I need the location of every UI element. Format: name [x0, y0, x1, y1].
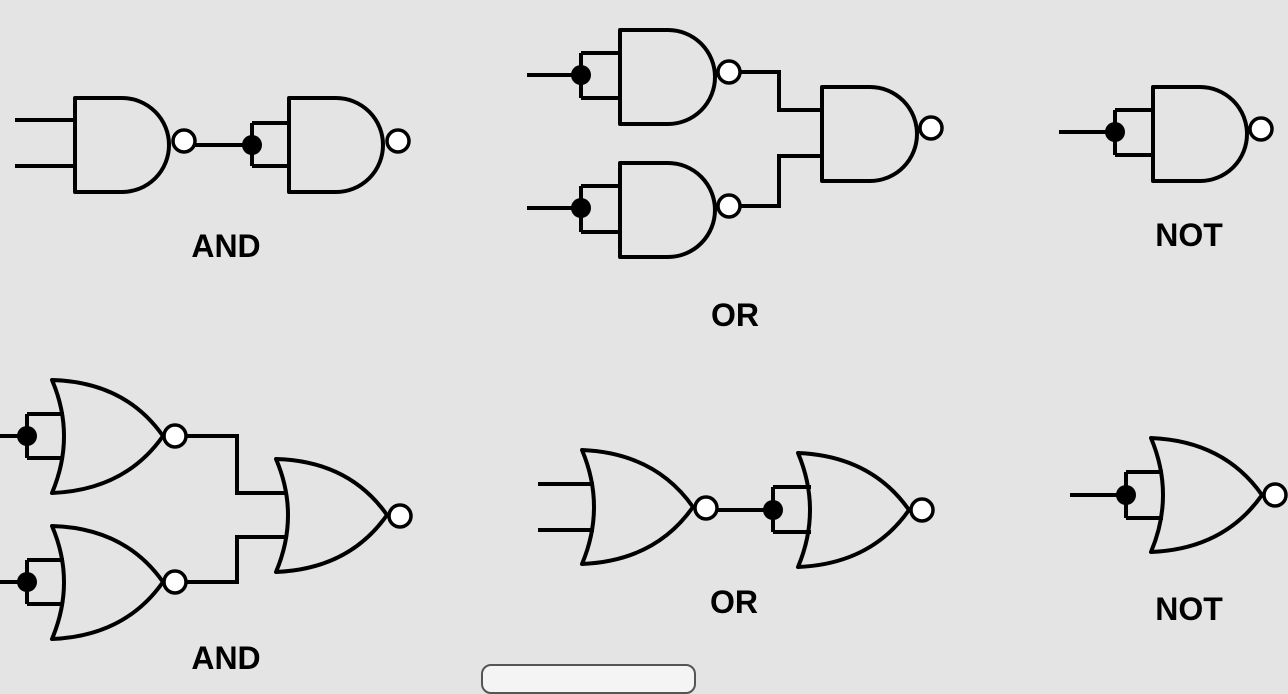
- nand-gate-icon: [820, 85, 919, 183]
- nand-gate-icon: [73, 96, 171, 194]
- nor-gate-icon: [580, 448, 695, 566]
- inversion-bubble-icon: [171, 128, 197, 154]
- inversion-bubble-icon: [909, 497, 935, 523]
- nor-gate-icon: [274, 457, 389, 574]
- inversion-bubble-icon: [918, 115, 944, 141]
- nand-gate-icon: [618, 28, 717, 126]
- bottom-tab[interactable]: [481, 664, 696, 694]
- junction-dot-icon: [1105, 122, 1125, 142]
- nor-gate-icon: [50, 378, 165, 495]
- junction-dot-icon: [571, 65, 591, 85]
- gate-label-or: OR: [711, 297, 759, 333]
- inversion-bubble-icon: [1262, 482, 1288, 508]
- inversion-bubble-icon: [693, 495, 719, 521]
- nor-gate-icon: [50, 524, 165, 641]
- junction-dot-icon: [1116, 485, 1136, 505]
- inversion-bubble-icon: [716, 193, 742, 219]
- nand-not-diagram: NOT: [1059, 85, 1274, 253]
- gate-label-not: NOT: [1155, 217, 1223, 253]
- connecting-wire: [186, 434, 287, 495]
- inversion-bubble-icon: [1248, 116, 1274, 142]
- logic-diagram-canvas: AND OR NOT: [0, 28, 1288, 676]
- nand-gate-icon: [618, 161, 717, 259]
- inversion-bubble-icon: [387, 503, 413, 529]
- junction-dot-icon: [17, 426, 37, 446]
- junction-dot-icon: [763, 500, 783, 520]
- nand-or-diagram: OR: [527, 28, 944, 333]
- nand-and-diagram: AND: [15, 96, 411, 264]
- connecting-wire: [186, 535, 287, 584]
- gate-label-and: AND: [191, 228, 260, 264]
- inversion-bubble-icon: [716, 59, 742, 85]
- junction-dot-icon: [242, 135, 262, 155]
- gate-label-or: OR: [710, 584, 758, 620]
- inversion-bubble-icon: [385, 128, 411, 154]
- nand-gate-icon: [1151, 85, 1249, 183]
- nor-not-diagram: NOT: [1070, 436, 1288, 627]
- gate-label-and: AND: [191, 640, 260, 676]
- nor-gate-icon: [796, 451, 911, 569]
- connecting-wire: [740, 70, 822, 112]
- inversion-bubble-icon: [162, 569, 188, 595]
- connecting-wire: [740, 154, 822, 208]
- junction-dot-icon: [571, 198, 591, 218]
- connecting-wire: [195, 121, 289, 168]
- junction-dot-icon: [17, 572, 37, 592]
- gate-label-not: NOT: [1155, 591, 1223, 627]
- nor-gate-icon: [1149, 436, 1264, 554]
- nor-and-diagram: AND: [0, 378, 413, 676]
- nor-or-diagram: OR: [538, 448, 935, 620]
- inversion-bubble-icon: [162, 423, 188, 449]
- nand-gate-icon: [287, 96, 385, 194]
